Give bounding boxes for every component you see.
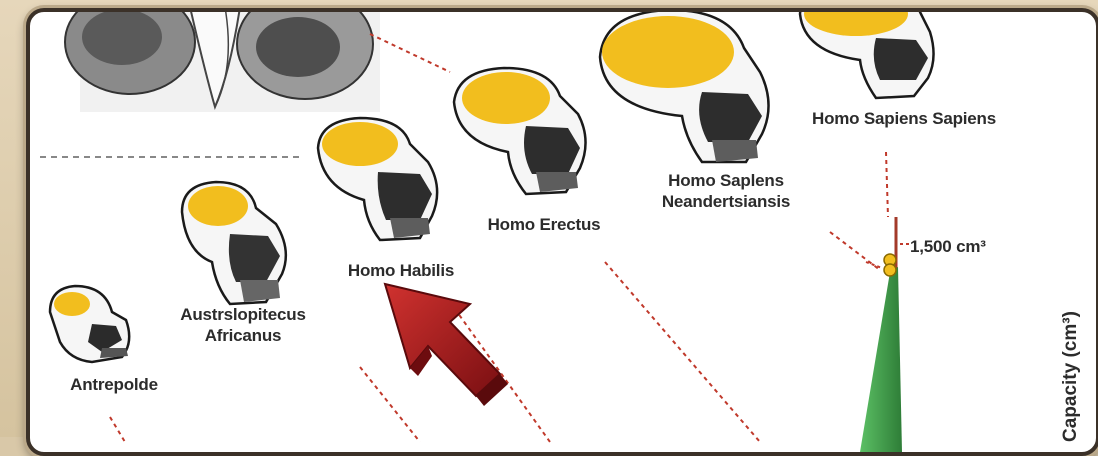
fossil-sketch — [65, 12, 380, 112]
label-australopitecus-line2: Africanus — [168, 325, 318, 346]
label-australopitecus-line1: Austrslopitecus — [168, 304, 318, 325]
frame: Antrepolde Austrslopitecus Africanus Hom… — [0, 0, 1098, 437]
label-sapiens: Homo Sapiens Sapiens — [784, 108, 1024, 129]
skull-icon-australopitecus — [182, 182, 286, 304]
skull-icon-sapiens — [800, 12, 934, 98]
label-habilis: Homo Habilis — [336, 260, 466, 281]
skull-icon-antropoide — [50, 286, 129, 362]
label-australopitecus: Austrslopitecus Africanus — [168, 304, 318, 346]
capacity-axis-label: Capacity (cm³) — [1060, 311, 1082, 442]
label-neanderthal: Homo Saplens Neandertsiansis — [646, 170, 806, 212]
red-arrow-icon — [385, 284, 508, 406]
label-neanderthal-line1: Homo Saplens — [646, 170, 806, 191]
diagram-panel: Antrepolde Austrslopitecus Africanus Hom… — [26, 8, 1098, 456]
capacity-value-label: 1,500 cm³ — [910, 236, 1020, 257]
label-erectus: Homo Erectus — [476, 214, 612, 235]
skull-icon-erectus — [454, 68, 586, 194]
capacity-gauge — [860, 217, 912, 452]
skull-icon-habilis — [318, 118, 437, 240]
skull-icon-neanderthal — [600, 12, 769, 162]
label-neanderthal-line2: Neandertsiansis — [646, 191, 806, 212]
label-antropoide: Antrepolde — [54, 374, 174, 395]
